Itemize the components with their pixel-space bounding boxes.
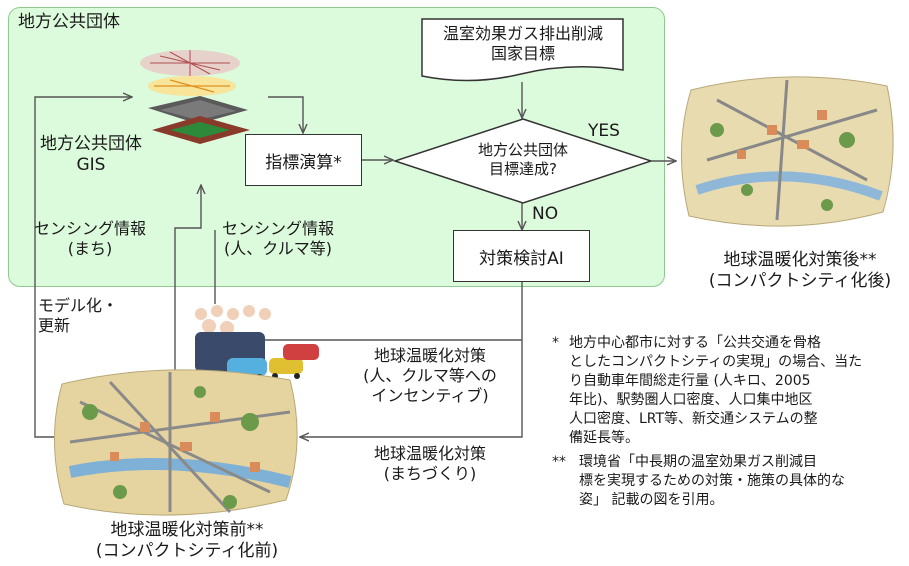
national-target-line2: 国家目標 — [490, 44, 555, 63]
sensing-town-line2: (まち) — [67, 239, 113, 258]
footnote-1-line: 地方中心都市に対する「公共交通を骨格 — [569, 335, 821, 351]
sensing-town-line1: センシング情報 — [34, 219, 147, 238]
before-map-line2: (コンパクトシティ化前) — [95, 541, 279, 562]
countermeasure-ai-label: 対策検討AI — [479, 248, 564, 269]
ai-to-town-arrow — [300, 340, 523, 437]
modeling-label: モデル化・ 更新 — [26, 296, 138, 336]
index-calculation-label: 指標演算* — [265, 152, 342, 173]
measure-people-line1: 地球温暖化対策 — [373, 346, 486, 365]
sensing-people-line1: センシング情報 — [222, 219, 335, 238]
footnote-1-line: としたコンパクトシティの実現」の場合、当た — [569, 354, 863, 370]
footnote-2-text: 環境省「中長期の温室効果ガス削減目 標を実現するための対策・施策の具体的な 姿」… — [579, 453, 909, 510]
measure-people-line3: インセンティブ) — [371, 386, 489, 405]
gis-label-line2: GIS — [76, 155, 106, 176]
after-map-illustration — [681, 76, 894, 227]
index-calculation-box: 指標演算* — [245, 134, 362, 186]
after-map-line2: (コンパクトシティ化後) — [708, 271, 892, 292]
footnote-1-text: 地方中心都市に対する「公共交通を骨格 としたコンパクトシティの実現」の場合、当た… — [569, 334, 909, 448]
before-map-line1: 地球温暖化対策前** — [110, 520, 264, 540]
measure-people-line2: (人、クルマ等への — [363, 366, 497, 385]
countermeasure-ai-box: 対策検討AI — [453, 230, 590, 282]
footnote-1-line: 備延長等。 — [569, 430, 639, 446]
sensing-people-label: センシング情報 (人、クルマ等) — [222, 219, 334, 259]
sensing-town-line — [174, 185, 201, 370]
gis-layers-illustration — [140, 50, 250, 144]
national-target-document — [421, 18, 624, 82]
decision-diamond — [393, 118, 653, 204]
panel-title: 地方公共団体 — [18, 12, 120, 32]
yes-label: YES — [588, 121, 620, 141]
no-label: NO — [532, 204, 559, 224]
footnote-2-line: 環境省「中長期の温室効果ガス削減目 — [579, 454, 817, 470]
after-map-line1: 地球温暖化対策後** — [723, 250, 877, 270]
gis-label-line1: 地方公共団体 — [40, 134, 142, 154]
before-map-illustration — [54, 369, 298, 516]
people-and-cars-illustration — [195, 305, 319, 382]
decision-label: 地方公共団体 目標達成? — [393, 141, 653, 179]
after-map-label: 地球温暖化対策後** (コンパクトシティ化後) — [695, 250, 905, 293]
national-target-line1: 温室効果ガス排出削減 — [442, 24, 603, 43]
sensing-people-line2: (人、クルマ等) — [224, 239, 333, 258]
modeling-loop-arrow — [34, 97, 132, 438]
decision-line1: 地方公共団体 — [477, 141, 568, 159]
measure-town-line2: (まちづくり) — [383, 464, 477, 483]
gis-label: 地方公共団体 GIS — [40, 134, 142, 177]
before-map-label: 地球温暖化対策前** (コンパクトシティ化前) — [72, 520, 302, 563]
footnote-1-line: り自動車年間総走行量 (人キロ、2005 — [569, 373, 811, 389]
measure-town-line1: 地球温暖化対策 — [373, 444, 486, 463]
modeling-line1: モデル化・ — [38, 296, 119, 315]
gis-to-index-arrow — [268, 96, 303, 133]
footnote-1-line: 年比)、駅勢圏人口密度、人口集中地区 — [569, 392, 813, 408]
footnote-2-mark: ** — [552, 454, 566, 470]
measure-town-label: 地球温暖化対策 (まちづくり) — [335, 444, 525, 484]
sensing-town-label: センシング情報 (まち) — [34, 219, 146, 259]
modeling-line2: 更新 — [38, 316, 71, 335]
footnote-1-mark: * — [552, 335, 559, 351]
national-target-label: 温室効果ガス排出削減 国家目標 — [421, 24, 625, 64]
measure-people-label: 地球温暖化対策 (人、クルマ等への インセンティブ) — [335, 346, 525, 406]
footnote-1-line: 人口密度、LRT等、新交通システムの整 — [569, 411, 818, 427]
footnote-2-line: 標を実現するための対策・施策の具体的な — [579, 473, 845, 489]
decision-line2: 目標達成? — [489, 159, 557, 178]
footnote-2-line: 姿」 記載の図を引用。 — [579, 492, 724, 508]
